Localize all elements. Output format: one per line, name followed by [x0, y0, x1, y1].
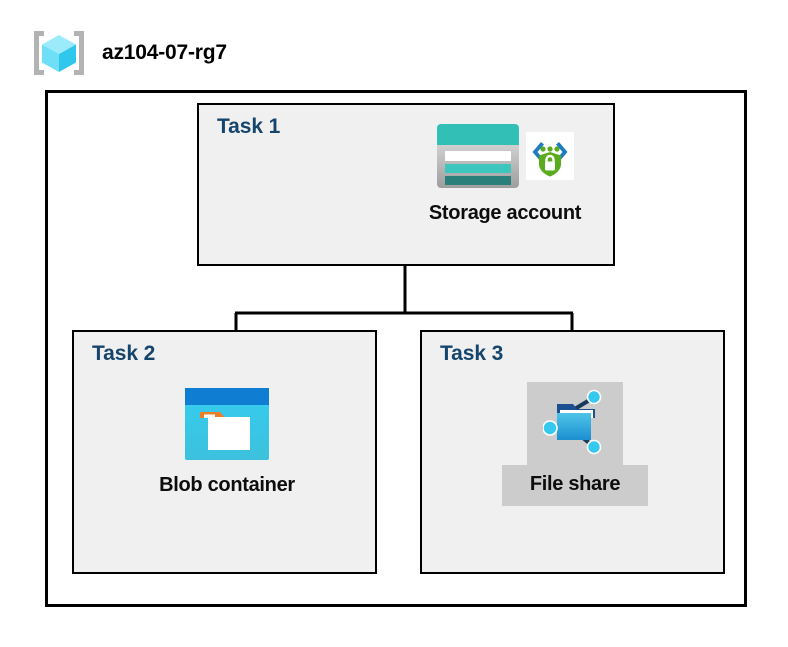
blob-container-node-icons — [184, 387, 270, 466]
encryption-shield-icon — [526, 132, 574, 185]
resource-group-header: az104-07-rg7 — [30, 28, 227, 78]
resource-group-name: az104-07-rg7 — [102, 41, 227, 64]
blob-container-caption: Blob container — [159, 474, 295, 496]
file-share-icon — [542, 388, 607, 461]
storage-account-caption: Storage account — [428, 202, 582, 224]
task-2-box[interactable]: Task 2 — [72, 330, 377, 574]
blob-container-node[interactable]: Blob container — [122, 387, 332, 497]
file-share-caption: File share — [501, 465, 649, 506]
storage-account-icon — [436, 123, 520, 194]
blob-container-icon — [184, 387, 270, 466]
task-3-box[interactable]: Task 3 — [420, 330, 725, 574]
task-2-label: Task 2 — [92, 342, 156, 365]
storage-account-node[interactable]: Storage account — [395, 123, 615, 225]
task-1-box[interactable]: Task 1 — [197, 103, 615, 266]
task-1-label: Task 1 — [217, 115, 281, 138]
storage-account-node-icons — [436, 123, 574, 194]
file-share-node-icons — [527, 382, 623, 465]
file-share-node[interactable]: File share — [501, 382, 649, 506]
resource-group-icon — [30, 28, 88, 78]
task-3-label: Task 3 — [440, 342, 504, 365]
